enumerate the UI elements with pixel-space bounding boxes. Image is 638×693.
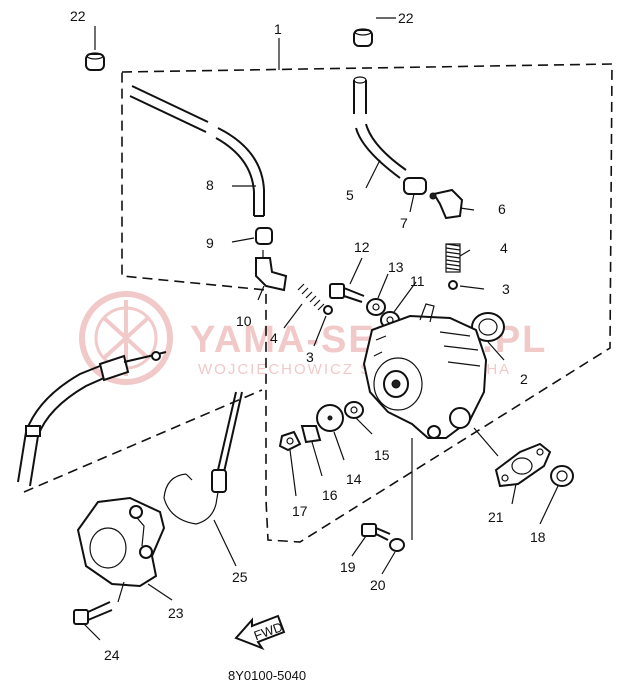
label-9: 9 (206, 235, 214, 251)
label-3-left: 3 (306, 349, 314, 365)
control-cable (17, 351, 167, 487)
label-8: 8 (206, 177, 214, 193)
part-5-hose (353, 76, 407, 179)
label-14: 14 (346, 471, 362, 487)
part-4-spring-left (297, 283, 325, 311)
label-19: 19 (340, 559, 356, 575)
part-2-oil-seal (471, 312, 505, 342)
part-8-hose (129, 85, 265, 217)
part-25-cable (163, 391, 243, 525)
part-19-screw (361, 523, 391, 541)
front-arrow: FWD (234, 614, 286, 651)
part-16-washer (300, 425, 322, 444)
part-4-spring-right (445, 243, 461, 273)
label-6: 6 (498, 201, 506, 217)
label-22-right: 22 (398, 10, 414, 26)
label-24: 24 (104, 647, 120, 663)
part-10-elbow-fitting (255, 250, 288, 292)
label-7: 7 (400, 215, 408, 231)
label-22-left: 22 (70, 8, 86, 24)
oil-pump-body (362, 303, 488, 439)
label-16: 16 (322, 487, 338, 503)
part-21-gasket (494, 442, 552, 488)
label-4-right: 4 (500, 240, 508, 256)
part-22-cap-left (85, 52, 105, 71)
label-10: 10 (236, 313, 252, 329)
label-25: 25 (232, 569, 248, 585)
label-21: 21 (488, 509, 504, 525)
label-5: 5 (346, 187, 354, 203)
part-6-elbow-fitting (429, 188, 464, 220)
label-4-left: 4 (270, 330, 278, 346)
part-13-washer (366, 298, 386, 316)
part-23-pump-cover (76, 496, 166, 588)
label-20: 20 (370, 577, 386, 593)
part-3-ball-left (323, 305, 333, 315)
part-24-screw (73, 601, 113, 625)
part-20-washer (389, 538, 405, 552)
part-18-o-ring (550, 465, 574, 487)
part-labels: 22 22 1 8 9 10 5 7 6 4 3 12 13 11 4 3 2 … (70, 8, 546, 663)
part-3-ball-right (448, 280, 458, 290)
label-17: 17 (292, 503, 308, 519)
label-3-right: 3 (502, 281, 510, 297)
diagram-code: 8Y0100-5040 (228, 668, 306, 683)
label-11: 11 (410, 273, 425, 289)
label-15: 15 (374, 447, 390, 463)
assembly-outline (121, 63, 613, 543)
label-12: 12 (354, 239, 370, 255)
part-7-clamp (403, 177, 427, 195)
label-23: 23 (168, 605, 184, 621)
label-1: 1 (274, 21, 282, 37)
label-13: 13 (388, 259, 404, 275)
part-14-plate (316, 404, 344, 432)
part-15-washer (344, 401, 364, 419)
label-18: 18 (530, 529, 546, 545)
part-9-clamp (255, 227, 273, 245)
front-arrow-label: FWD (252, 619, 285, 643)
part-17-nut (278, 430, 302, 452)
part-12-bolt (329, 283, 365, 303)
part-22-cap-right (353, 28, 373, 47)
cable-group-outline (23, 389, 263, 493)
leader-lines (83, 17, 559, 641)
label-2: 2 (520, 371, 528, 387)
